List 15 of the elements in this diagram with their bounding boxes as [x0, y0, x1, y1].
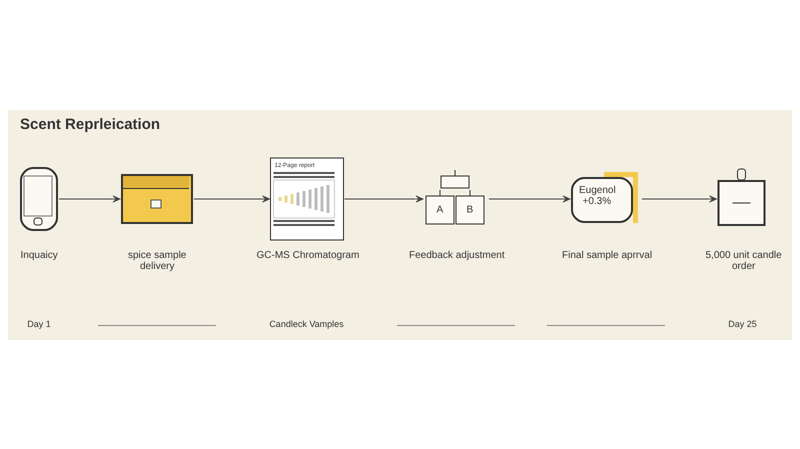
diagram-title: Scent Reprleication	[20, 116, 160, 132]
label: Day 25	[728, 318, 757, 329]
node-label: 5,000 unit candle order	[706, 250, 782, 272]
node-label: Inquaicy	[20, 250, 58, 260]
arrow	[194, 194, 270, 202]
label: Day 1	[27, 318, 51, 329]
arrow	[58, 194, 120, 202]
node-label: spice sample delivery	[128, 250, 186, 272]
arrow	[488, 194, 570, 202]
node-label: GC-MS Chromatogram	[256, 250, 360, 260]
node-label: Final sample aprrval	[562, 250, 652, 260]
arrow	[642, 194, 717, 202]
arrow	[344, 194, 424, 202]
node-label: Feedback adjustment	[409, 250, 505, 260]
label: Candleck Vamples	[269, 318, 344, 329]
